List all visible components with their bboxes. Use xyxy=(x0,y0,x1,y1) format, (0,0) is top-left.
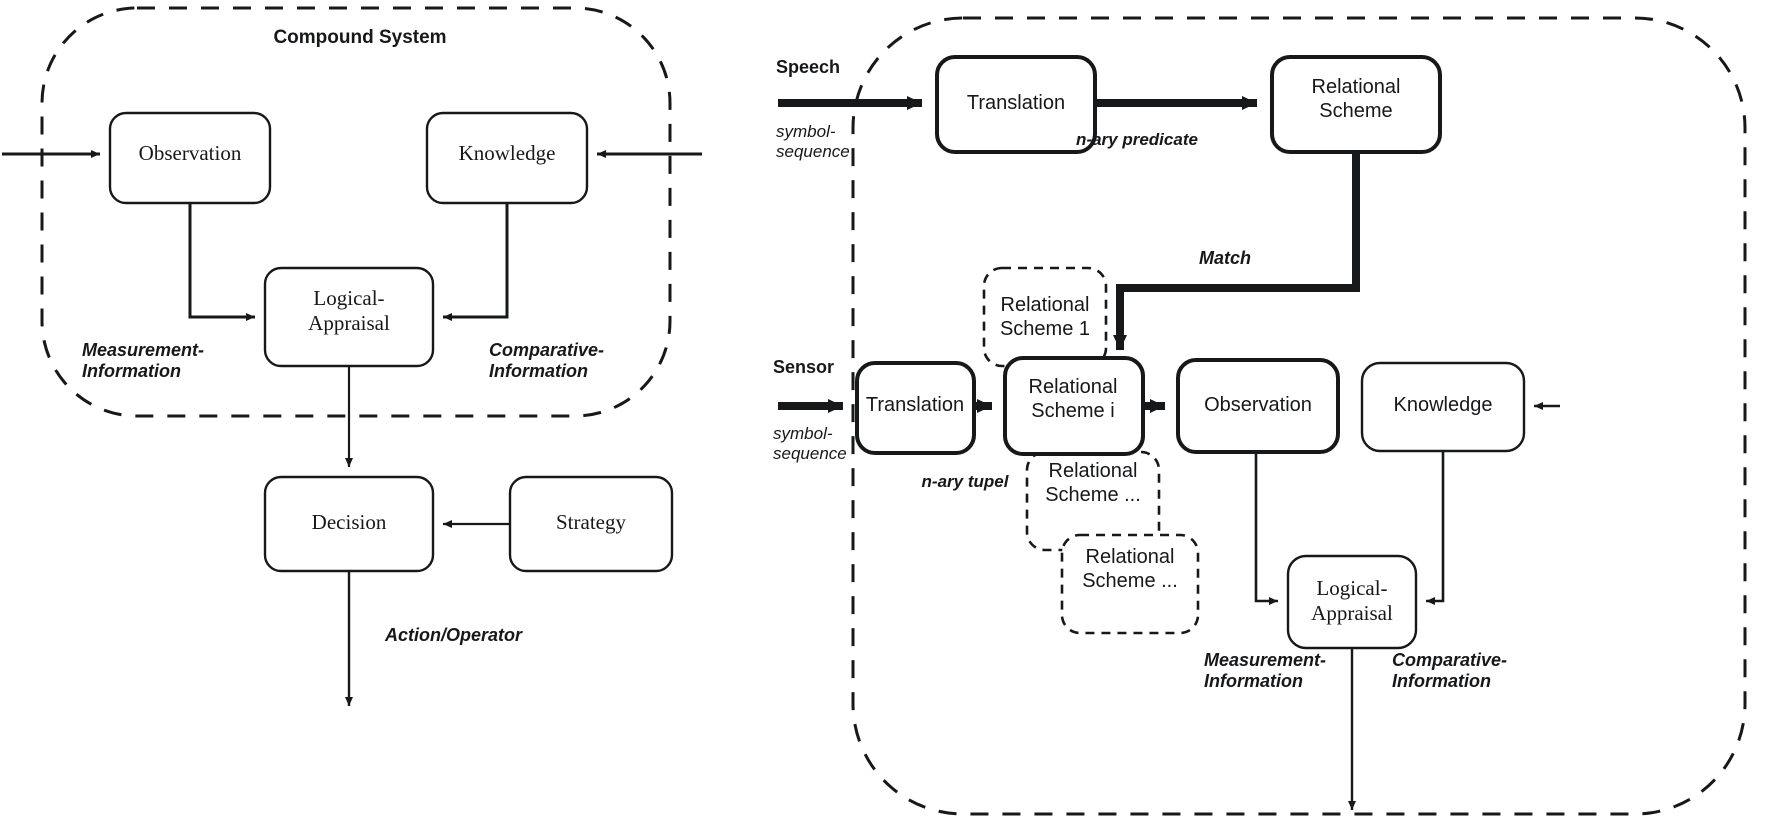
right-label-relational-scheme-dots-2-line1: Relational xyxy=(1085,546,1175,568)
right-label-logical-appraisal: Logical- Appraisal xyxy=(1311,576,1393,626)
right-label-logical-appraisal-line2: Appraisal xyxy=(1311,600,1393,625)
right-arrow-observation-to-appraisal xyxy=(1254,452,1278,605)
left-label-measurement-information-line1: Measurement- xyxy=(82,340,205,360)
right-label-n-ary-tupel: n-ary tupel xyxy=(921,472,1009,491)
right-label-comparative-information: Comparative- Information xyxy=(1392,650,1507,692)
left-label-logical-appraisal-line1: Logical- xyxy=(313,286,385,310)
right-label-match: Match xyxy=(1198,248,1252,268)
right-label-sensor: Sensor xyxy=(773,357,835,377)
right-label-logical-appraisal-line1: Logical- xyxy=(1316,576,1388,600)
right-label-sensor-sublabel-line1: symbol- xyxy=(773,424,833,443)
left-label-observation: Observation xyxy=(138,141,242,165)
right-label-relational-scheme-top: Relational Scheme xyxy=(1312,76,1401,123)
right-label-relational-scheme-dots-1-line1: Relational xyxy=(1048,460,1138,482)
right-label-relational-scheme-dots-1-line2: Scheme ... xyxy=(1045,483,1141,506)
left-label-comparative-information-line1: Comparative- xyxy=(489,340,605,360)
left-label-logical-appraisal: Logical- Appraisal xyxy=(308,286,390,336)
right-label-speech-sublabel-line1: symbol- xyxy=(776,122,836,141)
right-label-sensor-sublabel: symbol- sequence xyxy=(773,424,847,464)
left-label-measurement-information-line2: Information xyxy=(82,361,181,382)
right-label-relational-scheme-dots-2: Relational Scheme ... xyxy=(1082,546,1178,593)
right-label-measurement-information: Measurement- Information xyxy=(1204,650,1326,692)
right-label-comparative-information-line1: Comparative- xyxy=(1392,650,1508,670)
right-label-translation-bottom: Translation xyxy=(865,394,965,416)
compound-system-boundary xyxy=(40,6,672,418)
right-label-speech-sublabel-line2: sequence xyxy=(776,142,850,162)
left-label-comparative-information: Comparative- Information xyxy=(489,340,604,382)
right-label-observation: Observation xyxy=(1204,394,1312,416)
right-box-relational-scheme-dots-2 xyxy=(1060,533,1200,635)
right-label-relational-scheme-top-line1: Relational xyxy=(1311,76,1401,98)
right-label-sensor-sublabel-line2: sequence xyxy=(773,444,847,464)
left-label-measurement-information: Measurement- Information xyxy=(82,340,204,382)
right-arrow-match xyxy=(1113,152,1360,350)
right-label-n-ary-predicate: n-ary predicate xyxy=(1076,130,1198,149)
left-arrow-knowledge-to-appraisal xyxy=(443,203,509,321)
right-label-translation-top: Translation xyxy=(966,92,1066,114)
right-label-relational-scheme-dots-1: Relational Scheme ... xyxy=(1045,460,1141,507)
right-label-relational-scheme-i-line2: Scheme i xyxy=(1031,399,1115,422)
compound-system-title: Compound System xyxy=(273,27,447,48)
right-label-relational-scheme-top-line2: Scheme xyxy=(1319,99,1393,122)
right-label-relational-scheme-i: Relational Scheme i xyxy=(1029,376,1118,423)
left-label-strategy: Strategy xyxy=(556,510,626,534)
left-label-knowledge: Knowledge xyxy=(458,141,556,165)
right-label-measurement-information-line2: Information xyxy=(1204,671,1303,692)
left-label-action-operator: Action/Operator xyxy=(385,625,523,645)
right-label-relational-scheme-i-line1: Relational xyxy=(1028,376,1118,398)
right-label-relational-scheme-dots-2-line2: Scheme ... xyxy=(1082,569,1178,592)
right-system-boundary xyxy=(851,16,1747,816)
right-box-observation xyxy=(1176,358,1340,454)
right-label-knowledge: Knowledge xyxy=(1393,394,1493,416)
left-label-logical-appraisal-line2: Appraisal xyxy=(308,310,390,335)
right-arrow-knowledge-to-appraisal xyxy=(1426,451,1445,605)
right-label-relational-scheme-1: Relational Scheme 1 xyxy=(1000,294,1090,341)
right-label-speech-sublabel: symbol- sequence xyxy=(776,122,850,162)
left-arrow-observation-to-appraisal xyxy=(188,203,255,321)
right-label-relational-scheme-1-line1: Relational xyxy=(1000,294,1090,316)
left-label-decision: Decision xyxy=(311,510,387,534)
right-label-comparative-information-line2: Information xyxy=(1392,671,1491,692)
right-label-measurement-information-line1: Measurement- xyxy=(1204,650,1327,670)
right-label-relational-scheme-1-line2: Scheme 1 xyxy=(999,317,1091,340)
right-label-speech: Speech xyxy=(776,57,841,77)
left-label-comparative-information-line2: Information xyxy=(489,361,588,382)
